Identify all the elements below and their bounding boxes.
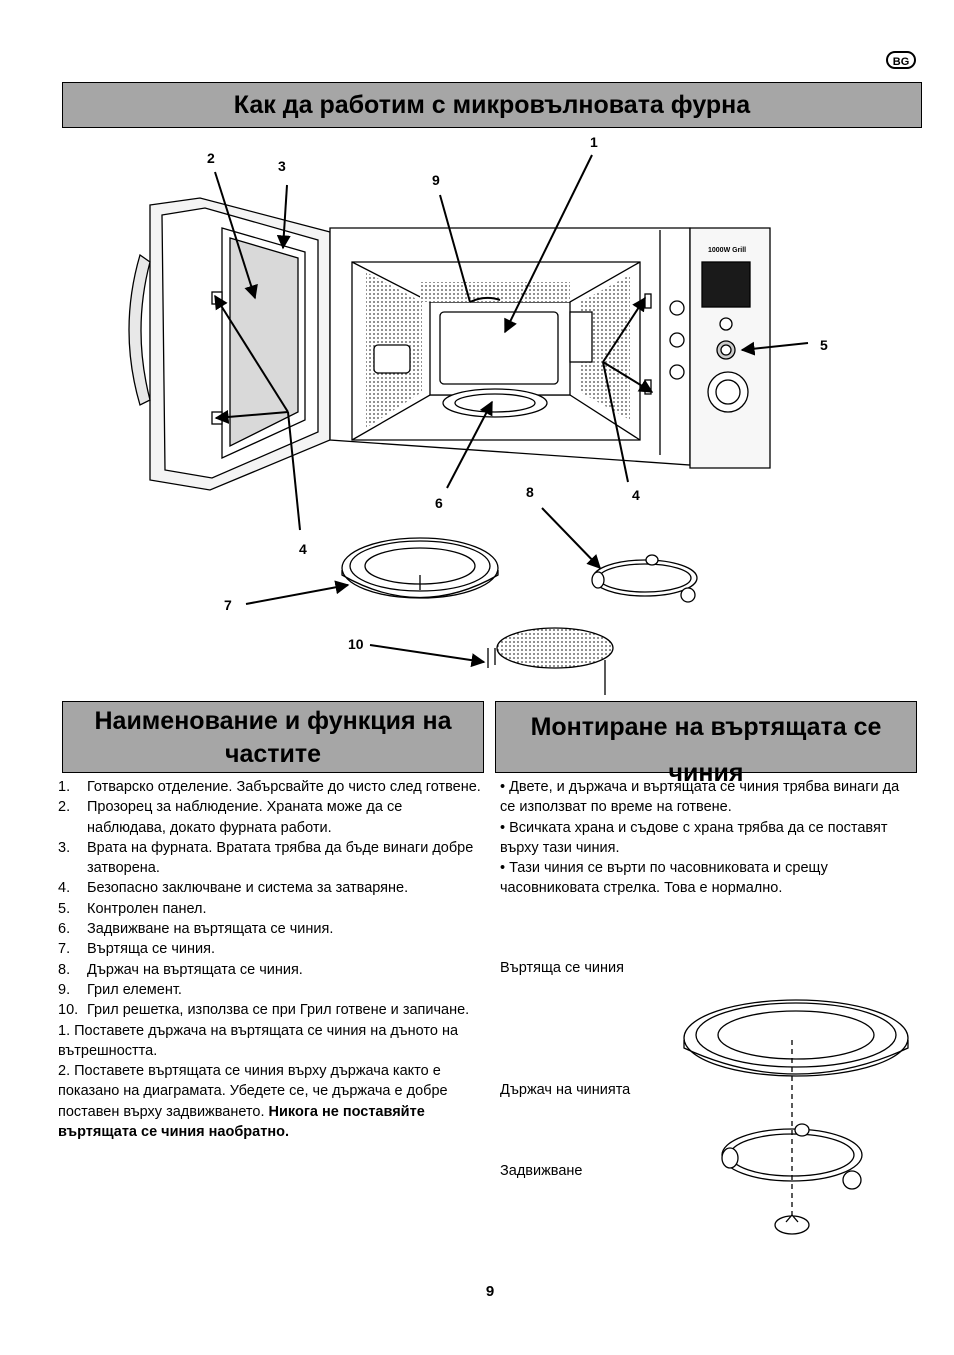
callout-2: 2 bbox=[207, 150, 215, 166]
callout-1: 1 bbox=[590, 134, 598, 150]
step-2: 2. Поставете въртящата се чиния върху дъ… bbox=[58, 1063, 448, 1141]
bullet-2: • Всичката храна и съдове с храна трябва… bbox=[500, 819, 888, 856]
label-holder: Държач на чинията bbox=[500, 1082, 631, 1098]
panel-label: 1000W Grill bbox=[708, 247, 746, 254]
list-item: 3.Врата на фурната. Вратата трябва да бъ… bbox=[58, 839, 474, 877]
page-title: Как да работим с микровълновата фурна bbox=[62, 82, 922, 128]
list-item: 5.Контролен панел. bbox=[58, 900, 207, 917]
oven-door bbox=[128, 197, 331, 491]
callout-4-left: 4 bbox=[299, 541, 307, 557]
parts-heading: Наименование и функция на частите bbox=[62, 701, 484, 773]
list-item: 2.Прозорец за наблюдение. Храната може д… bbox=[58, 799, 403, 836]
list-item: 1.Готварско отделение. Забърсвайте до чи… bbox=[58, 779, 481, 795]
callout-9: 9 bbox=[432, 172, 440, 188]
list-item: 4.Безопасно заключване и система за затв… bbox=[58, 880, 409, 897]
label-drive: Задвижване bbox=[500, 1163, 583, 1179]
list-item: 8.Държач на въртящата се чиния. bbox=[58, 961, 303, 978]
turntable-plate-illustration bbox=[341, 537, 499, 599]
label-turntable: Въртяща се чиния bbox=[500, 960, 624, 976]
callout-6: 6 bbox=[435, 495, 443, 511]
parts-list: 1.Готварско отделение. Забърсвайте до чи… bbox=[58, 777, 483, 1142]
bullet-3: • Тази чиния се върти по часовниковата и… bbox=[500, 860, 828, 897]
callout-3: 3 bbox=[278, 158, 286, 174]
callout-leaders bbox=[214, 154, 809, 668]
step-1: 1. Поставете държача на въртящата се чин… bbox=[58, 1022, 459, 1059]
callout-5: 5 bbox=[820, 337, 828, 353]
list-item: 7.Въртяща се чиния. bbox=[58, 941, 215, 958]
list-item: 9.Грил елемент. bbox=[58, 981, 182, 998]
roller-ring-illustration bbox=[591, 554, 698, 603]
callout-10: 10 bbox=[348, 636, 364, 652]
microwave-diagram: 1000W Grill bbox=[128, 154, 809, 695]
step-2-warning: Никога не поставяйте въртящата се чиния … bbox=[58, 1103, 425, 1141]
oven-body bbox=[329, 227, 771, 469]
callout-4-right: 4 bbox=[632, 487, 640, 503]
callout-8: 8 bbox=[526, 484, 534, 500]
mount-heading: Монтиране на въртящата се чиния bbox=[495, 701, 917, 787]
page-number: 9 bbox=[485, 1283, 495, 1300]
bullet-1: • Двете, и държача и въртящата се чиния … bbox=[500, 779, 900, 816]
language-badge: BG bbox=[886, 51, 916, 69]
callout-7: 7 bbox=[224, 597, 232, 613]
grill-rack-illustration bbox=[487, 627, 614, 695]
mount-instructions: • Двете, и държача и въртящата се чиния … bbox=[500, 777, 915, 899]
list-item: 6.Задвижване на въртящата се чиния. bbox=[58, 921, 334, 938]
list-item: 10.Грил решетка, използва се при Грил го… bbox=[58, 1002, 470, 1019]
